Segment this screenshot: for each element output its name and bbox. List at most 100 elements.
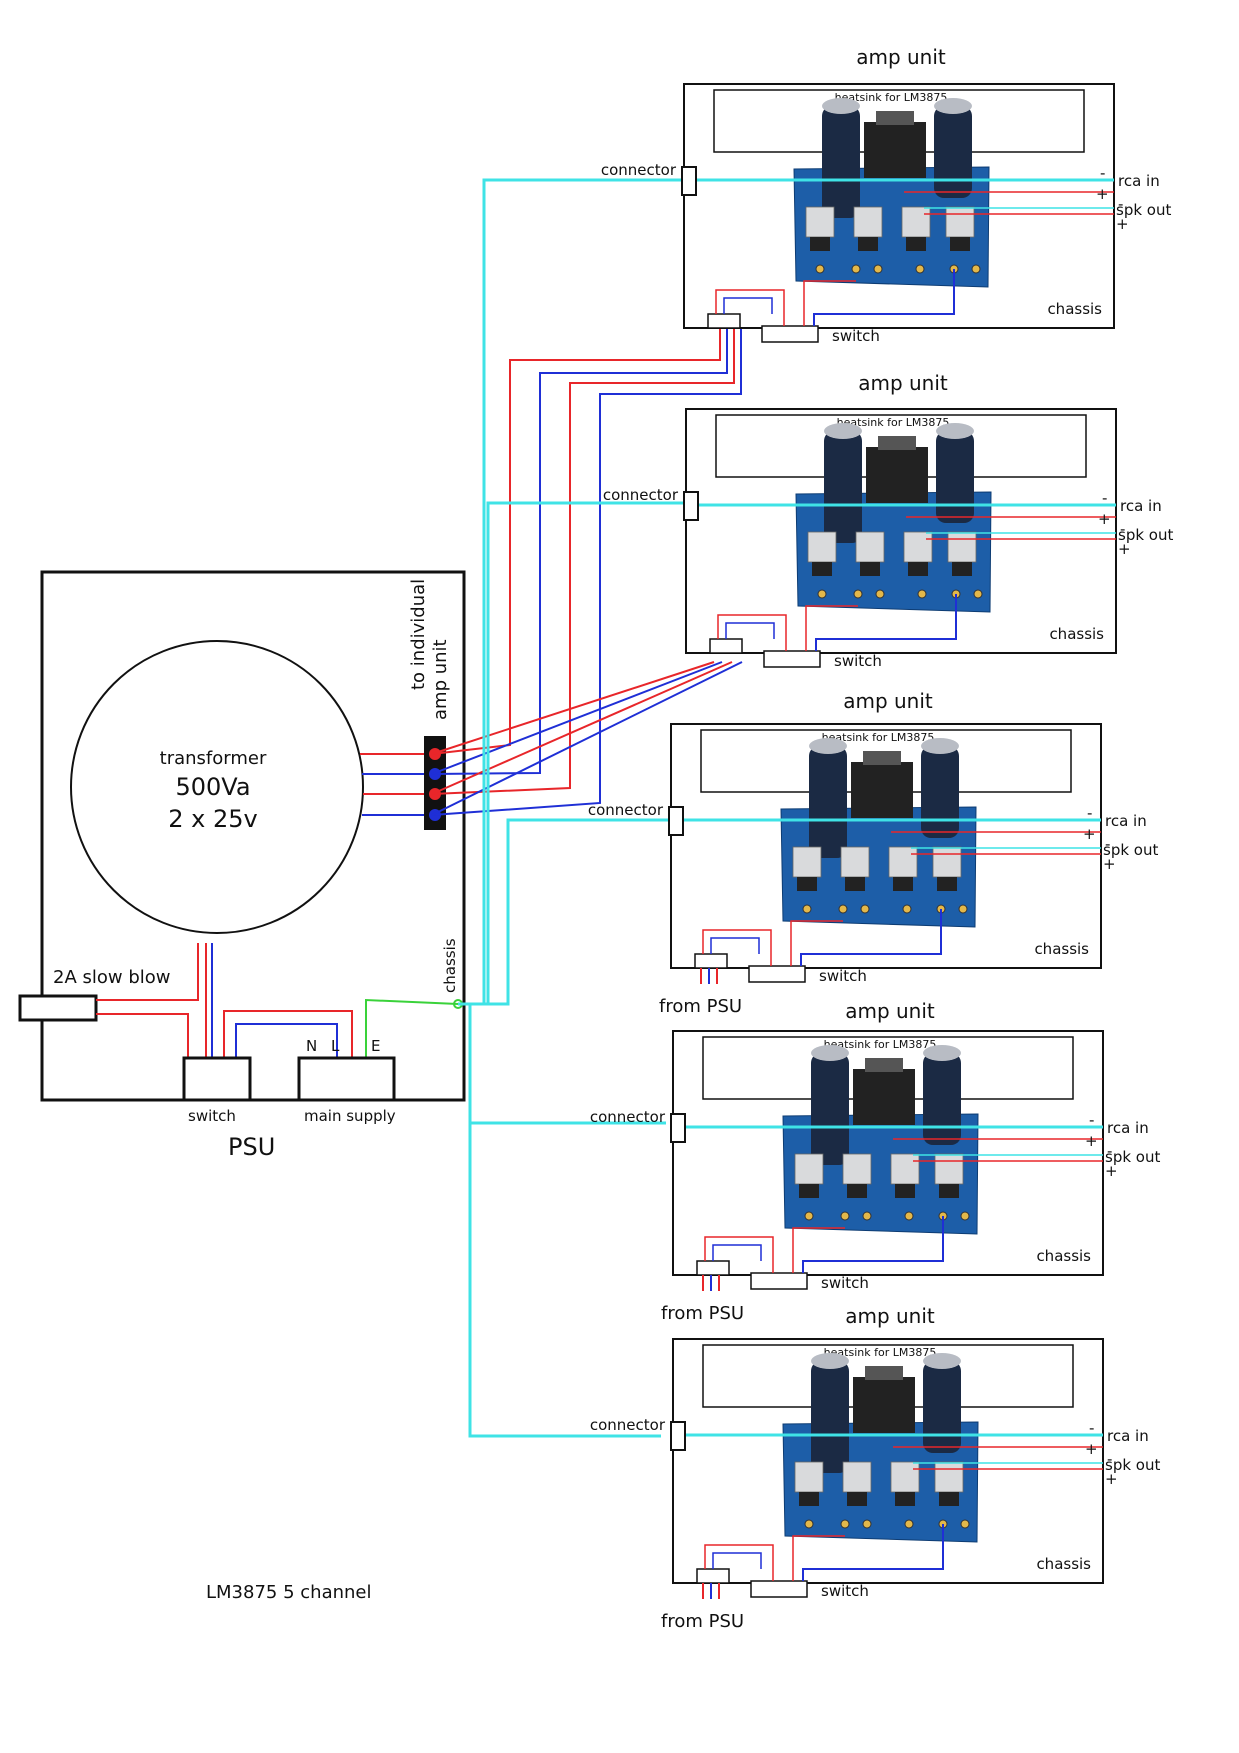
main-supply-connector	[297, 1056, 396, 1102]
solder-pad-3	[862, 1211, 872, 1221]
regulator-4	[947, 531, 977, 563]
switched-negative-wire	[800, 909, 942, 966]
regulator-1	[807, 531, 837, 563]
heatsink-label: heatsink for LM3875	[824, 1346, 937, 1359]
internal-positive-wire	[704, 1236, 774, 1273]
amp-connector-label: connector	[590, 1416, 666, 1434]
output-label-line2: amp unit	[430, 639, 451, 720]
spk-minus-sign: -	[1107, 1450, 1112, 1468]
capacitor-right	[923, 1361, 961, 1453]
amp-connector	[668, 806, 684, 836]
regulator-2	[842, 1461, 872, 1493]
rca-in-label: rca in	[1107, 1119, 1149, 1137]
main-supply-label: main supply	[304, 1107, 396, 1125]
rca-in-label: rca in	[1120, 497, 1162, 515]
amp-connector-label: connector	[588, 801, 664, 819]
transformer-secondary-wires	[360, 753, 432, 816]
solder-pad-6	[971, 264, 981, 274]
rca-plus-sign: +	[1085, 1132, 1098, 1150]
internal-positive-wire	[702, 929, 772, 966]
transformer-coil	[70, 640, 364, 934]
power-input-block	[696, 1260, 730, 1276]
solder-pad-4	[904, 1211, 914, 1221]
regulator-body-2	[847, 1184, 867, 1198]
spk-out-label: spk out	[1118, 526, 1173, 544]
rca-minus-sign: -	[1100, 164, 1105, 182]
capacitor-left-top	[824, 423, 862, 439]
psu-title: PSU	[228, 1133, 275, 1161]
amp-switch	[763, 650, 821, 668]
amp-switch	[748, 965, 806, 983]
capacitor-left	[811, 1361, 849, 1473]
amp-unit-title: amp unit	[858, 371, 948, 395]
solder-pad-4	[917, 589, 927, 599]
lm3875-tab	[865, 1058, 903, 1072]
regulator-2	[840, 846, 870, 878]
solder-pad-4	[915, 264, 925, 274]
capacitor-right	[934, 106, 972, 198]
solder-pad-2	[840, 1519, 850, 1529]
regulator-body-4	[939, 1184, 959, 1198]
power-input-block	[707, 313, 741, 329]
solder-pad-3	[875, 589, 885, 599]
regulator-1	[794, 1461, 824, 1493]
spk-minus-sign: -	[1105, 835, 1110, 853]
regulator-4	[934, 1461, 964, 1493]
rca-in-label: rca in	[1107, 1427, 1149, 1445]
regulator-body-1	[799, 1492, 819, 1506]
internal-negative-wire	[710, 937, 760, 954]
regulator-body-3	[895, 1492, 915, 1506]
solder-pad-1	[817, 589, 827, 599]
amp-unit-title: amp unit	[843, 689, 933, 713]
spk-out-label: spk out	[1105, 1456, 1160, 1474]
capacitor-right-top	[923, 1045, 961, 1061]
power-input-block	[696, 1568, 730, 1584]
rca-in-label: rca in	[1118, 172, 1160, 190]
internal-negative-wire	[725, 622, 775, 639]
solder-pad-3	[862, 1519, 872, 1529]
solder-pad-6	[958, 904, 968, 914]
capacitor-left-top	[811, 1045, 849, 1061]
spk-out-label: spk out	[1103, 841, 1158, 859]
terminal-n-label: N	[306, 1037, 317, 1055]
regulator-body-4	[939, 1492, 959, 1506]
lm3875-chip	[851, 762, 913, 818]
capacitor-left-top	[811, 1353, 849, 1369]
internal-negative-wire	[723, 297, 773, 314]
regulator-3	[890, 1461, 920, 1493]
rca-plus-sign: +	[1098, 510, 1111, 528]
regulator-4	[934, 1153, 964, 1185]
amp-connector	[670, 1421, 686, 1451]
regulator-3	[890, 1153, 920, 1185]
solder-pad-2	[840, 1211, 850, 1221]
transformer-voltage: 2 x 25v	[168, 805, 257, 833]
output-terminal-block	[424, 736, 446, 830]
regulator-3	[888, 846, 918, 878]
amp-chassis-label: chassis	[1049, 625, 1104, 643]
from-psu-label: from PSU	[661, 1611, 744, 1632]
regulator-2	[855, 531, 885, 563]
switched-positive-wire	[792, 1535, 845, 1581]
psu-section: transformer 500Va 2 x 25v to individual …	[18, 570, 466, 1161]
footer-title: LM3875 5 channel	[206, 1582, 372, 1603]
spk-out-label: spk out	[1105, 1148, 1160, 1166]
heatsink-label: heatsink for LM3875	[822, 731, 935, 744]
regulator-4	[932, 846, 962, 878]
capacitor-right	[936, 431, 974, 523]
internal-positive-wire	[715, 289, 785, 326]
spk-plus-sign: +	[1105, 1162, 1118, 1180]
solder-pad-1	[804, 1211, 814, 1221]
capacitor-left	[824, 431, 862, 543]
amp-chassis-label: chassis	[1036, 1247, 1091, 1265]
regulator-2	[853, 206, 883, 238]
internal-negative-wire	[712, 1552, 762, 1569]
capacitor-right-top	[934, 98, 972, 114]
regulator-1	[805, 206, 835, 238]
capacitor-left	[811, 1053, 849, 1165]
solder-pad-3	[860, 904, 870, 914]
